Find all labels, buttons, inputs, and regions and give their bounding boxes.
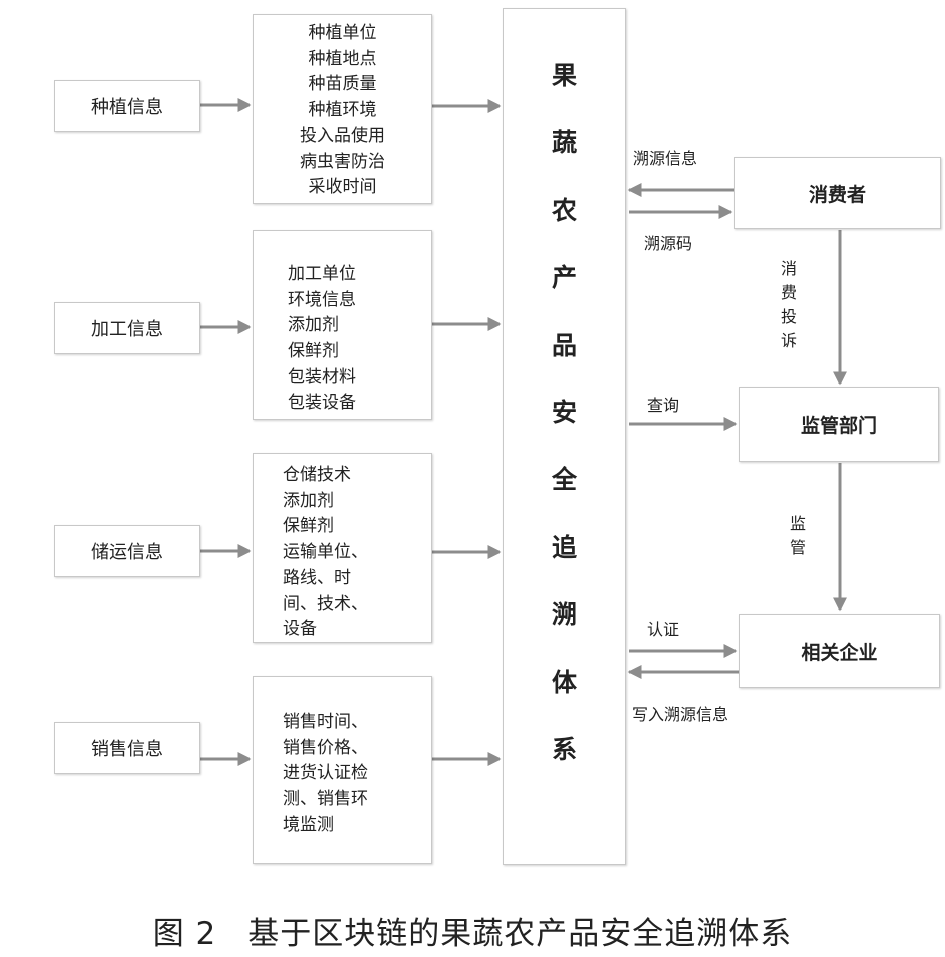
attribute-box-planting: 种植单位 种植地点 种苗质量 种植环境 投入品使用 病虫害防治 采收时间 xyxy=(253,14,432,204)
attribute-item: 种植环境 xyxy=(308,100,377,121)
system-char: 体 xyxy=(551,667,577,697)
system-char: 安 xyxy=(551,397,577,427)
system-char: 追 xyxy=(551,532,577,562)
edge-label-query: 查询 xyxy=(647,396,680,415)
attribute-item: 间、技术、 xyxy=(283,593,368,614)
attribute-item: 种植地点 xyxy=(308,48,377,69)
system-char: 品 xyxy=(551,330,577,360)
attribute-item: 进货认证检 xyxy=(283,763,368,784)
source-label: 销售信息 xyxy=(91,739,163,760)
figure-caption: 图 2 基于区块链的果蔬农产品安全追溯体系 xyxy=(152,916,793,952)
system-char: 蔬 xyxy=(551,128,577,158)
regulator-label: 监管部门 xyxy=(800,415,877,437)
attribute-item: 保鲜剂 xyxy=(283,516,334,537)
system-char: 全 xyxy=(551,465,577,495)
attribute-item: 病虫害防治 xyxy=(300,151,385,172)
attribute-box-storage: 仓储技术 添加剂 保鲜剂 运输单位、 路线、时 间、技术、 设备 xyxy=(253,453,432,643)
consumer-label: 消费者 xyxy=(808,183,866,206)
attribute-item: 测、销售环 xyxy=(283,789,368,810)
system-char: 溯 xyxy=(551,600,577,630)
system-char: 农 xyxy=(551,195,577,225)
source-label: 加工信息 xyxy=(91,319,163,340)
attribute-item: 境监测 xyxy=(283,814,334,835)
consumer-box: 消费者 xyxy=(734,157,941,229)
source-box-sales: 销售信息 xyxy=(54,722,200,774)
attribute-item: 仓储技术 xyxy=(283,465,351,485)
enterprise-label: 相关企业 xyxy=(801,641,878,664)
attribute-item: 路线、时 xyxy=(283,567,351,588)
attribute-item: 包装设备 xyxy=(288,392,356,413)
system-char: 系 xyxy=(551,734,577,764)
edge-label-consumer-complaint: 消 费 投 诉 xyxy=(780,259,797,350)
edge-label-supervise: 监 管 xyxy=(789,514,806,557)
attribute-item: 种苗质量 xyxy=(308,74,377,95)
attribute-item: 运输单位、 xyxy=(283,542,368,563)
enterprise-box: 相关企业 xyxy=(739,614,940,688)
source-label: 储运信息 xyxy=(91,542,163,563)
attribute-item: 设备 xyxy=(283,619,317,640)
regulator-box: 监管部门 xyxy=(739,387,939,462)
system-char: 果 xyxy=(551,61,577,90)
attribute-item: 保鲜剂 xyxy=(288,341,339,362)
attribute-item: 销售价格、 xyxy=(283,737,368,758)
traceability-system-box: 果 蔬 农 产 品 安 全 追 溯 体 系 xyxy=(503,8,626,865)
edge-label-trace-info: 溯源信息 xyxy=(633,149,698,168)
source-box-storage: 储运信息 xyxy=(54,525,200,577)
system-char: 产 xyxy=(551,263,577,293)
attribute-item: 添加剂 xyxy=(283,490,334,511)
attribute-item: 种植单位 xyxy=(308,23,377,43)
source-label: 种植信息 xyxy=(91,97,163,118)
edge-label-write-trace: 写入溯源信息 xyxy=(632,705,729,724)
edge-label-trace-code: 溯源码 xyxy=(644,234,693,253)
attribute-item: 采收时间 xyxy=(308,177,377,198)
source-box-planting: 种植信息 xyxy=(54,80,200,132)
attribute-item: 包装材料 xyxy=(288,366,356,387)
source-box-processing: 加工信息 xyxy=(54,302,200,354)
edge-label-certify: 认证 xyxy=(647,620,680,639)
attribute-item: 销售时间、 xyxy=(283,712,368,732)
attribute-box-processing: 加工单位 环境信息 添加剂 保鲜剂 包装材料 包装设备 xyxy=(253,230,432,420)
attribute-item: 环境信息 xyxy=(288,289,356,310)
attribute-item: 添加剂 xyxy=(288,315,339,336)
attribute-item: 加工单位 xyxy=(288,264,356,284)
attribute-box-sales: 销售时间、 销售价格、 进货认证检 测、销售环 境监测 xyxy=(253,676,432,864)
attribute-item: 投入品使用 xyxy=(300,125,385,146)
